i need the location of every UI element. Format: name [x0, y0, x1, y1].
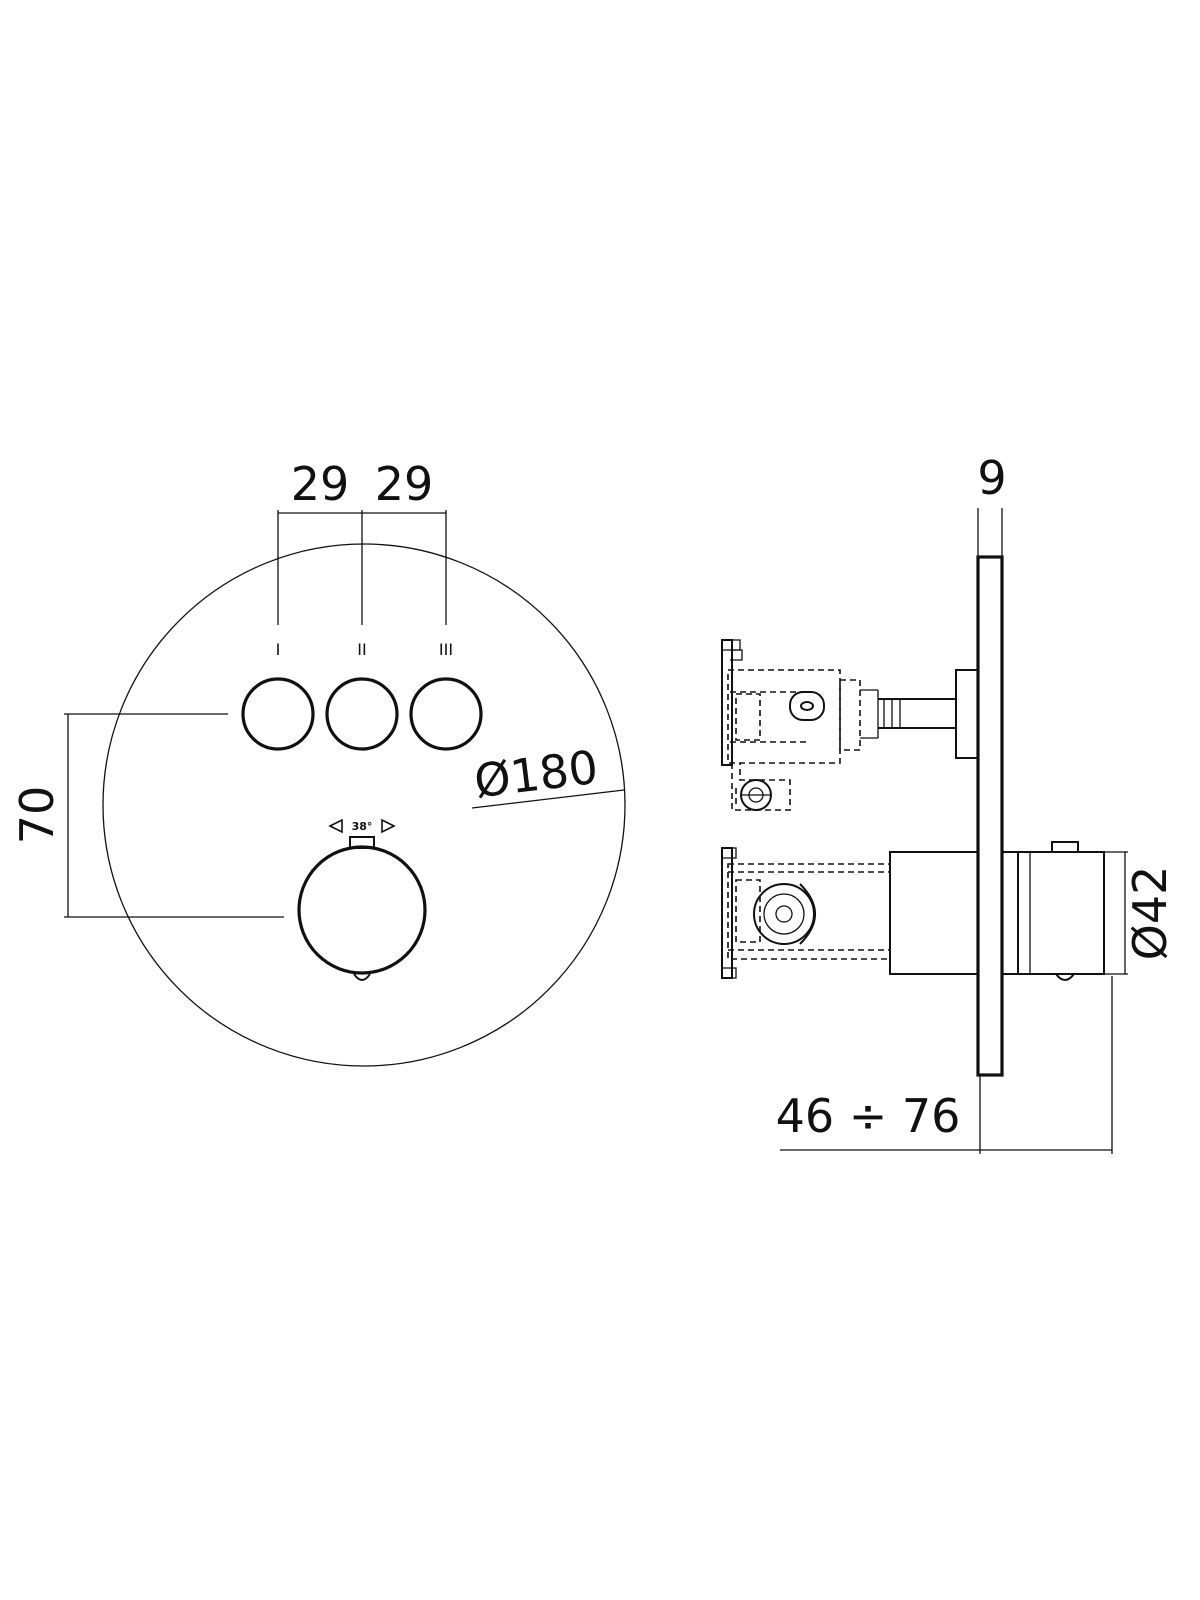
height-dimension: 70 — [10, 713, 284, 918]
height-label: 70 — [10, 786, 64, 845]
knob-bottom-notch — [353, 973, 371, 981]
button-mark-3: III — [439, 640, 453, 659]
thermostatic-knob — [297, 845, 427, 975]
upper-flange — [955, 669, 979, 759]
button-spacing-dimension: 29 29 — [277, 457, 447, 625]
arrow-right-icon — [381, 818, 396, 834]
knob-diameter-dimension: Ø42 — [1080, 851, 1177, 975]
knob-side-profile — [1001, 841, 1105, 981]
plate-thickness-label: 9 — [977, 451, 1006, 505]
lower-concealed-body — [727, 863, 891, 960]
spacing-label-left: 29 — [291, 457, 350, 511]
arrow-left-icon — [328, 818, 343, 834]
cover-plate-outline — [102, 543, 626, 1067]
diverter-button-1 — [241, 677, 315, 751]
diverter-button-3 — [409, 677, 483, 751]
side-view: 9 Ø42 46 ÷ 76 — [721, 451, 1177, 1154]
diameter-dimension: Ø180 — [471, 740, 625, 809]
plate-thickness-dimension: 9 — [977, 451, 1007, 556]
upper-valve-outlet — [789, 691, 825, 721]
lower-mounting-bracket — [721, 847, 733, 979]
upper-inlet-fitting — [740, 779, 772, 811]
diverter-button-2 — [325, 677, 399, 751]
side-cover-plate — [976, 555, 1004, 1077]
rotation-angle-marker: 38° — [328, 818, 396, 834]
knob-indicator-tab — [349, 836, 375, 849]
button-mark-2: II — [357, 640, 366, 659]
spacing-label-right: 29 — [375, 457, 434, 511]
lower-cartridge-nut — [753, 883, 815, 945]
cartridge-sleeve — [889, 851, 979, 975]
upper-concealed-body — [727, 669, 861, 811]
rotation-angle-label: 38° — [352, 820, 373, 833]
button-mark-1: I — [276, 640, 281, 659]
depth-range-label: 46 ÷ 76 — [776, 1089, 961, 1143]
front-view: I II III 38° 29 29 70 — [10, 457, 626, 1067]
diameter-label: Ø180 — [471, 740, 601, 809]
knob-diameter-label: Ø42 — [1123, 866, 1177, 961]
upper-mounting-bracket — [721, 639, 733, 766]
depth-range-dimension: 46 ÷ 76 — [776, 976, 1113, 1154]
